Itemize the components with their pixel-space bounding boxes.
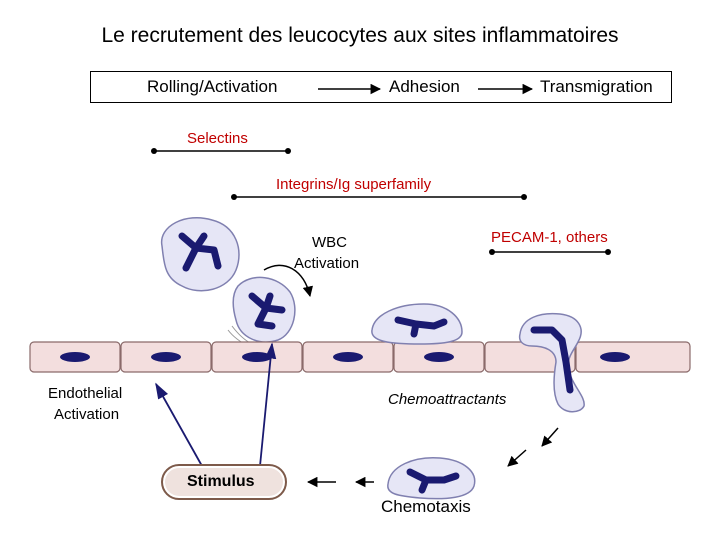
page-title: Le recrutement des leucocytes aux sites … (101, 24, 619, 47)
stage-adhesion: Adhesion (389, 77, 460, 96)
stimulus-label: Stimulus (187, 473, 255, 490)
stage-sequence-box (90, 71, 672, 103)
adherent-leukocyte (371, 303, 463, 345)
stage-rolling-activation: Rolling/Activation (147, 77, 278, 96)
endothelial-activation-label-line2: Activation (54, 406, 120, 423)
wbc-activation-arrow (263, 264, 313, 298)
endothelial-activation-label-line1: Endothelial (48, 385, 123, 402)
stage-transmigration: Transmigration (540, 77, 653, 96)
stimulus-to-endothelium-arrow (155, 382, 203, 467)
endothelial-nuclei (60, 352, 630, 362)
pecam-span-bar (489, 249, 611, 255)
pecam-label: PECAM-1, others (491, 229, 608, 246)
chemoattractants-label: Chemoattractants (388, 391, 507, 408)
chemotaxis-arrow-1 (541, 427, 559, 447)
selectins-span-bar (151, 148, 291, 154)
selectins-label: Selectins (187, 130, 248, 147)
rolling-leukocyte (227, 276, 296, 348)
stimulus-box (161, 464, 287, 500)
integrins-label: Integrins/Ig superfamily (276, 176, 432, 193)
integrins-span-bar (231, 194, 527, 200)
chemotaxis-label: Chemotaxis (381, 497, 471, 516)
wbc-activation-label-line1: WBC (312, 234, 347, 251)
stimulus-to-leukocyte-arrow (259, 342, 277, 467)
circulating-leukocyte (161, 217, 240, 292)
chemotaxis-leukocyte (387, 457, 476, 500)
transmigrating-leukocyte (518, 312, 585, 413)
chemotaxis-arrow-2 (507, 449, 527, 467)
wbc-activation-label-line2: Activation (294, 255, 360, 272)
